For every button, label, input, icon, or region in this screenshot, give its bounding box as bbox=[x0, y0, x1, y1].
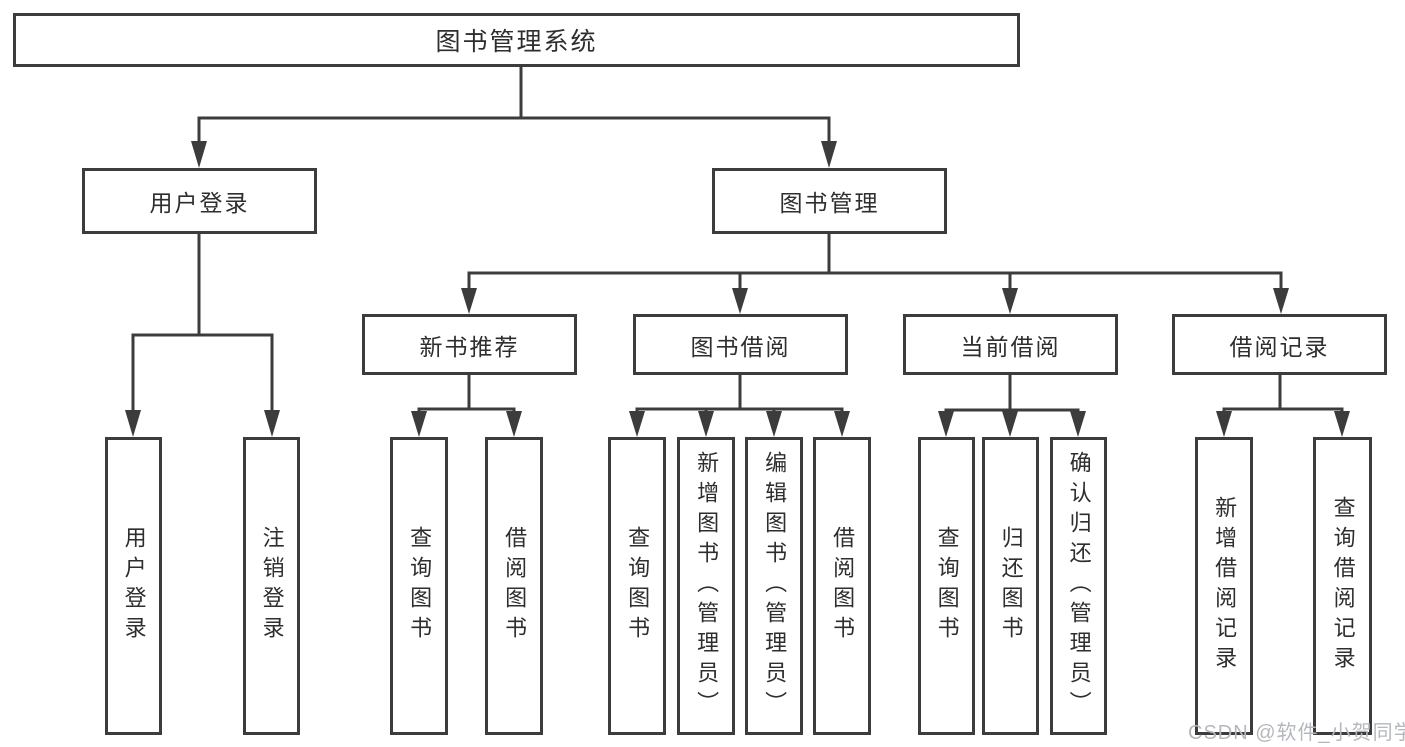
connector-arrowheads bbox=[125, 141, 1350, 437]
csdn-watermark: CSDN @软件_小贺同学 bbox=[1188, 722, 1405, 744]
node-new-book-recommend: 新书推荐 bbox=[362, 314, 577, 375]
leaf-edit-books-admin: 编辑图书（管理员） bbox=[745, 437, 803, 735]
leaf-label: 查询图书 bbox=[407, 526, 433, 646]
leaf-label: 借阅图书 bbox=[502, 526, 528, 646]
leaf-logout: 注销登录 bbox=[243, 437, 300, 735]
leaf-label: 编辑图书（管理员） bbox=[762, 451, 788, 721]
node-label: 图书管理系统 bbox=[435, 28, 598, 56]
leaf-confirm-return-admin: 确认归还（管理员） bbox=[1050, 437, 1107, 735]
node-label: 图书借阅 bbox=[690, 333, 791, 360]
leaf-return-books: 归还图书 bbox=[982, 437, 1039, 735]
leaf-user-login: 用户登录 bbox=[105, 437, 162, 735]
node-book-management: 图书管理 bbox=[712, 168, 947, 234]
leaf-query-books-borrow: 查询图书 bbox=[608, 437, 666, 735]
leaf-label: 查询图书 bbox=[934, 526, 960, 646]
leaf-label: 注销登录 bbox=[259, 526, 285, 646]
leaf-label: 查询借阅记录 bbox=[1330, 496, 1356, 676]
leaf-query-books-current: 查询图书 bbox=[918, 437, 975, 735]
leaf-query-borrow-record: 查询借阅记录 bbox=[1313, 437, 1372, 735]
leaf-add-books-admin: 新增图书（管理员） bbox=[677, 437, 735, 735]
node-label: 当前借阅 bbox=[960, 333, 1061, 360]
node-label: 借阅记录 bbox=[1229, 333, 1330, 360]
node-label: 新书推荐 bbox=[419, 333, 520, 360]
node-user-login: 用户登录 bbox=[82, 168, 317, 234]
leaf-query-books-recommend: 查询图书 bbox=[390, 437, 448, 735]
leaf-label: 归还图书 bbox=[998, 526, 1024, 646]
node-library-management-system: 图书管理系统 bbox=[13, 13, 1020, 67]
node-label: 用户登录 bbox=[149, 190, 250, 216]
leaf-borrow-books: 借阅图书 bbox=[813, 437, 871, 735]
node-book-borrow: 图书借阅 bbox=[633, 314, 848, 375]
leaf-label: 确认归还（管理员） bbox=[1066, 451, 1092, 721]
leaf-borrow-books-recommend: 借阅图书 bbox=[485, 437, 543, 735]
node-label: 图书管理 bbox=[779, 190, 880, 216]
node-current-borrow: 当前借阅 bbox=[903, 314, 1118, 375]
leaf-label: 新增图书（管理员） bbox=[694, 451, 720, 721]
leaf-label: 借阅图书 bbox=[830, 526, 856, 646]
leaf-add-borrow-record: 新增借阅记录 bbox=[1195, 437, 1253, 735]
node-borrow-records: 借阅记录 bbox=[1172, 314, 1387, 375]
leaf-label: 查询图书 bbox=[625, 526, 651, 646]
leaf-label: 用户登录 bbox=[121, 526, 147, 646]
leaf-label: 新增借阅记录 bbox=[1212, 496, 1238, 676]
